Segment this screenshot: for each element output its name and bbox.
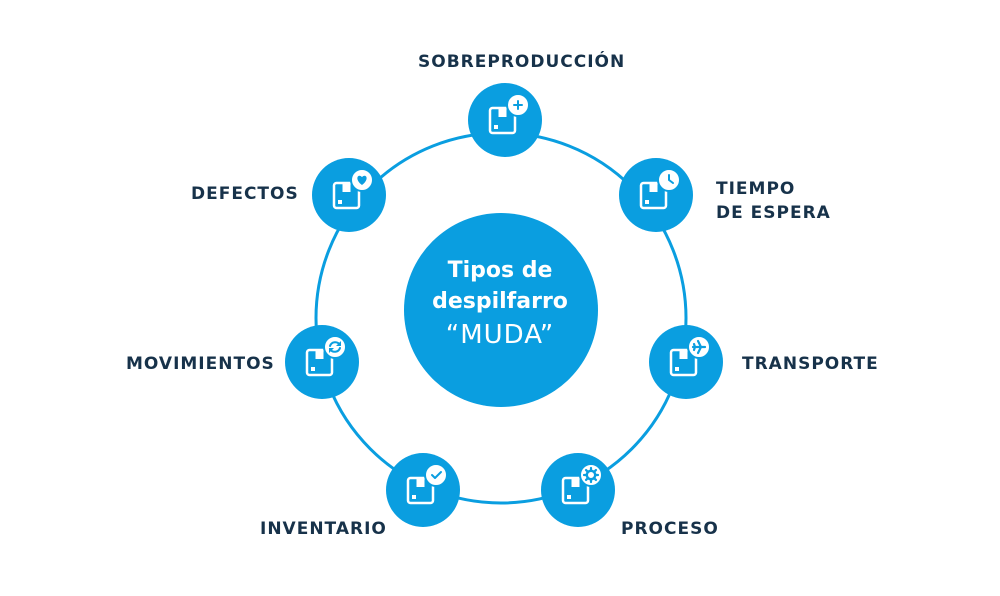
node-circle — [649, 325, 723, 399]
node-1 — [468, 83, 542, 157]
center-title-line-2: despilfarro — [432, 289, 568, 314]
box-plus-icon — [488, 93, 530, 135]
label-sobreproduccion: SOBREPRODUCCIÓN — [418, 52, 626, 72]
node-5 — [386, 453, 460, 527]
node-circle — [619, 158, 693, 232]
label-proceso: PROCESO — [621, 519, 719, 539]
node-circle — [468, 83, 542, 157]
label-inventario: INVENTARIO — [260, 519, 387, 539]
box-check-icon — [406, 463, 448, 505]
node-4 — [541, 453, 615, 527]
label-movimientos: MOVIMIENTOS — [126, 354, 275, 374]
label-tiempo-de-espera: TIEMPO DE ESPERA — [716, 179, 831, 223]
box-plane-icon — [669, 335, 711, 377]
center-title-line-1: Tipos de — [447, 258, 553, 283]
label-defectos: DEFECTOS — [191, 184, 299, 204]
box-refresh-icon — [305, 335, 347, 377]
box-clock-icon — [639, 168, 681, 210]
node-circle — [285, 325, 359, 399]
center-circle — [404, 213, 598, 407]
center-title: Tipos de despilfarro “MUDA” — [405, 255, 595, 353]
label-transporte: TRANSPORTE — [742, 354, 879, 374]
box-gear-icon — [561, 463, 603, 505]
node-circle — [541, 453, 615, 527]
node-circle — [386, 453, 460, 527]
box-heart-icon — [332, 168, 374, 210]
node-circle — [312, 158, 386, 232]
node-7 — [312, 158, 386, 232]
node-6 — [285, 325, 359, 399]
node-3 — [649, 325, 723, 399]
node-2 — [619, 158, 693, 232]
center-title-line-3: “MUDA” — [445, 320, 555, 350]
